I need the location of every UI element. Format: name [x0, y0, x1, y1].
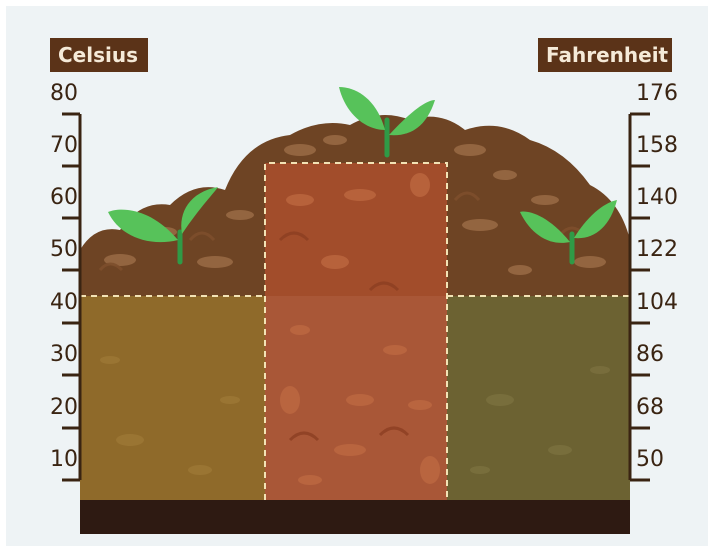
celsius-tick-label: 70 [50, 134, 78, 158]
fahrenheit-tick-label: 68 [636, 396, 664, 420]
fahrenheit-tick-label: 104 [636, 291, 678, 315]
fahrenheit-tick-label: 86 [636, 343, 664, 367]
celsius-tick-label: 40 [50, 291, 78, 315]
fahrenheit-tick-label: 122 [636, 238, 678, 262]
celsius-tick-label: 30 [50, 343, 78, 367]
celsius-label: Celsius [50, 38, 148, 72]
fahrenheit-tick-label: 176 [636, 82, 678, 106]
celsius-tick-label: 60 [50, 186, 78, 210]
fahrenheit-label: Fahrenheit [538, 38, 672, 72]
fahrenheit-tick-label: 140 [636, 186, 678, 210]
celsius-tick-label: 20 [50, 396, 78, 420]
celsius-tick-label: 50 [50, 238, 78, 262]
ground-base [80, 500, 630, 534]
celsius-tick-label: 10 [50, 448, 78, 472]
celsius-tick-label: 80 [50, 82, 78, 106]
fahrenheit-tick-label: 50 [636, 448, 664, 472]
fahrenheit-tick-label: 158 [636, 134, 678, 158]
